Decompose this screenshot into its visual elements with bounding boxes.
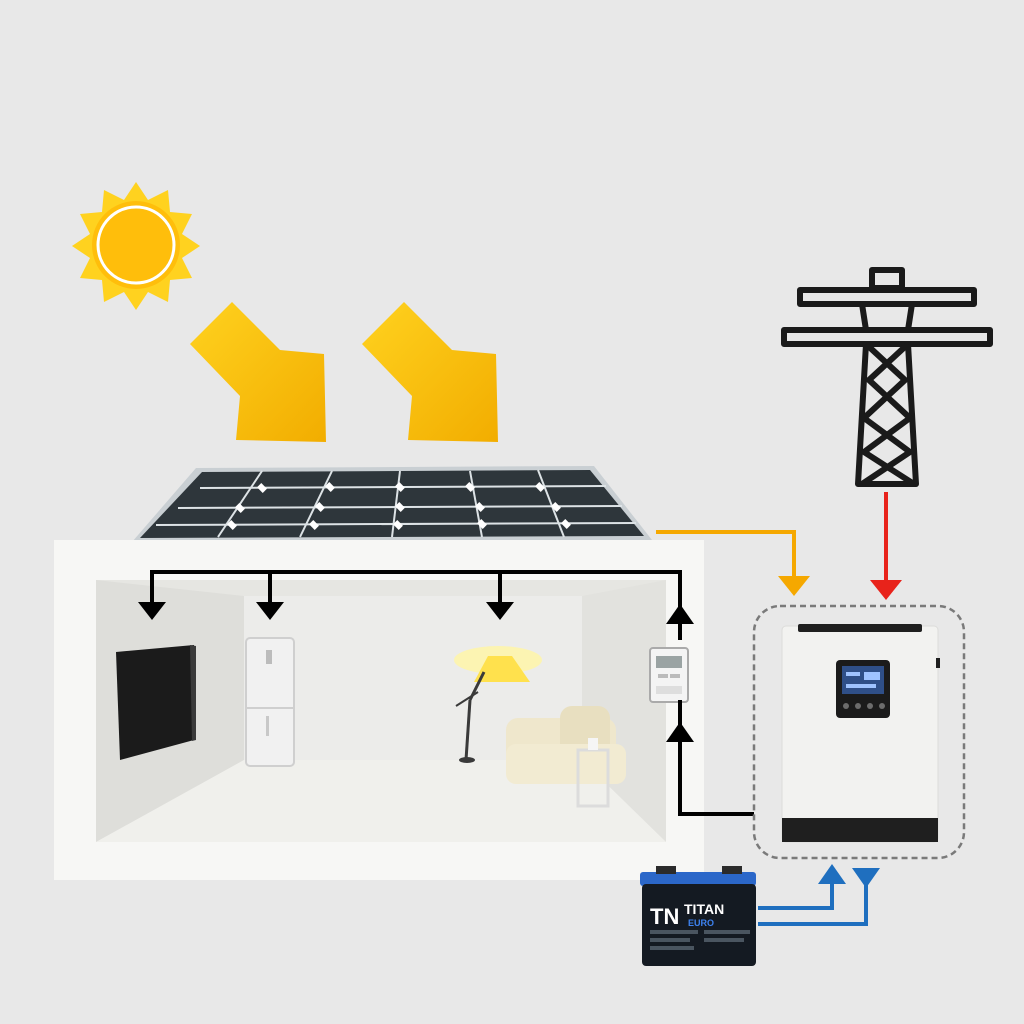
hybrid-inverter-icon <box>752 604 966 860</box>
solar-to-inverter-line <box>656 530 796 580</box>
arrow-up-icon <box>818 864 846 884</box>
sun-icon <box>72 182 200 310</box>
arrow-down-icon <box>870 580 902 600</box>
arrow-down-icon <box>852 868 880 888</box>
down-right-arrow-icon <box>190 302 326 442</box>
arrow-down-icon <box>138 602 166 620</box>
down-right-arrow-icon <box>362 302 498 442</box>
arrow-down-icon <box>256 602 284 620</box>
tv-icon <box>116 645 196 760</box>
electric-meter-icon <box>649 647 689 703</box>
arrow-up-icon <box>666 604 694 624</box>
sofa-icon <box>506 706 626 808</box>
arrow-down-icon <box>778 576 810 596</box>
battery-wiring <box>758 876 868 926</box>
arrow-up-icon <box>666 722 694 742</box>
battery-brand-label: TITAN <box>684 901 724 917</box>
power-pylon-icon <box>781 267 993 487</box>
battery-logo-mark: TN <box>650 904 679 929</box>
floor-lamp-icon <box>454 646 542 763</box>
fridge-icon <box>245 637 295 767</box>
battery-sub-brand-label: EURO <box>688 918 714 928</box>
load-arrows <box>138 602 694 742</box>
sun-disc <box>92 201 180 289</box>
sun-ring <box>96 205 176 285</box>
car-battery-icon: TN TITAN EURO <box>640 866 756 966</box>
solar-panel-icon <box>132 466 652 542</box>
arrow-down-icon <box>486 602 514 620</box>
